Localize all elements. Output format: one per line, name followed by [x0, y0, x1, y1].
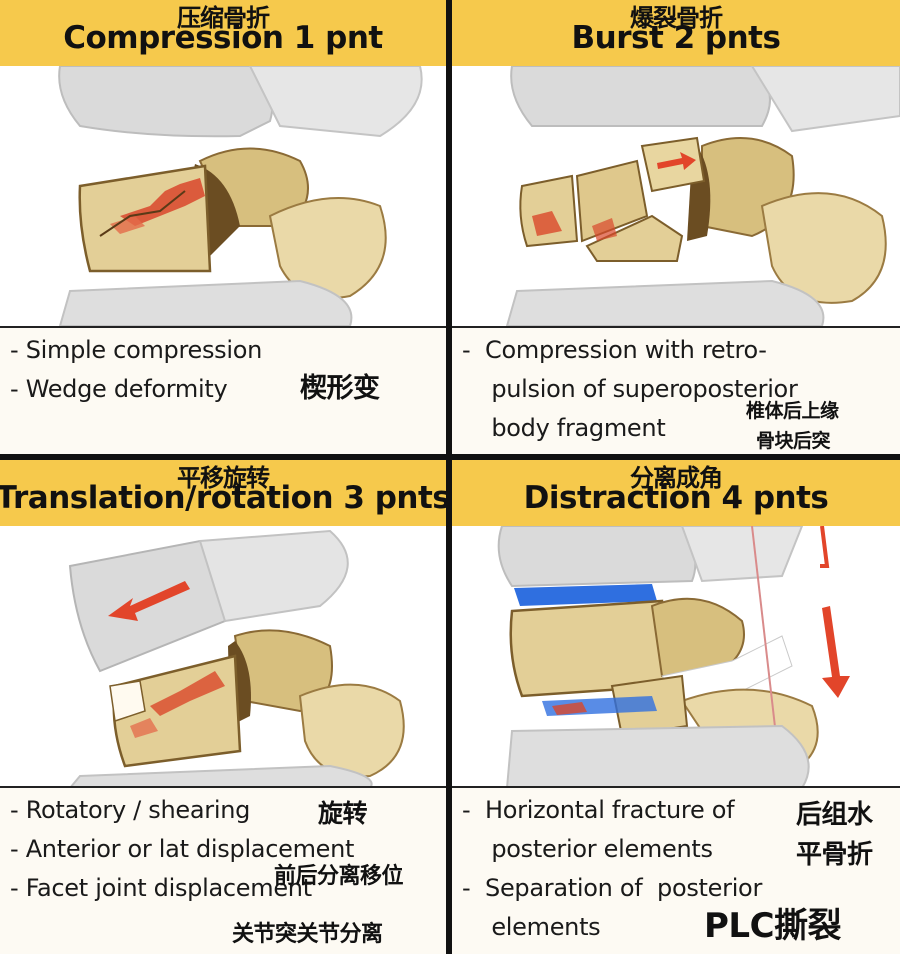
description-box: - Simple compression - Wedge deformity 楔… — [0, 326, 446, 454]
burst-illustration — [452, 66, 900, 326]
header-chinese-title: 平移旋转 — [177, 464, 270, 492]
description-box: - Horizontal fracture of posterior eleme… — [452, 786, 900, 954]
chinese-note: 楔形变 — [300, 373, 380, 404]
chinese-note: PLC撕裂 — [704, 906, 842, 946]
translation-illustration — [0, 526, 446, 788]
panel-distraction: 分离成角 Distraction 4 pnts - Ho — [452, 460, 900, 954]
description-box: - Compression with retro- pulsion of sup… — [452, 326, 900, 454]
header-chinese-title: 爆裂骨折 — [630, 4, 723, 32]
panel-translation-rotation: 平移旋转 Translation/rotation 3 pnts - Rotat… — [0, 460, 446, 954]
description-line: elements — [462, 913, 601, 941]
description-line: - Simple compression — [10, 336, 263, 364]
panel-header: 压缩骨折 Compression 1 pnt — [0, 0, 446, 66]
description-line: pulsion of superoposterior — [462, 375, 798, 403]
chinese-note: 后组水 — [796, 800, 873, 830]
chinese-note: 关节突关节分离 — [232, 922, 383, 947]
panel-compression: 压缩骨折 Compression 1 pnt - Simple compress… — [0, 0, 446, 454]
panel-header: 平移旋转 Translation/rotation 3 pnts — [0, 460, 446, 526]
header-chinese-title: 压缩骨折 — [177, 4, 270, 32]
burst-fracture-image — [505, 66, 900, 326]
description-box: - Rotatory / shearing - Anterior or lat … — [0, 786, 446, 954]
description-line: - Facet joint displacement — [10, 874, 312, 902]
header-title: Burst 2 pnts — [571, 20, 781, 56]
chinese-note: 旋转 — [318, 799, 368, 828]
description-line: - Anterior or lat displacement — [10, 835, 355, 863]
translation-fracture-image — [68, 529, 405, 788]
panel-header: 爆裂骨折 Burst 2 pnts — [452, 0, 900, 66]
header-chinese-title: 分离成角 — [630, 464, 723, 492]
chinese-note: 骨块后突 — [756, 430, 831, 452]
description-line: - Wedge deformity — [10, 375, 228, 403]
header-title: Distraction 4 pnts — [523, 480, 829, 516]
compression-illustration — [0, 66, 446, 326]
header-title: Compression 1 pnt — [63, 20, 383, 56]
chinese-note: 椎体后上缘 — [746, 400, 839, 422]
description-line: body fragment — [462, 414, 666, 442]
distraction-illustration — [452, 526, 900, 788]
description-line: - Separation of posterior — [462, 874, 763, 902]
description-line: posterior elements — [462, 835, 713, 863]
description-line: - Rotatory / shearing — [10, 796, 251, 824]
chinese-note: 前后分离移位 — [274, 864, 404, 889]
distraction-fracture-image — [497, 526, 850, 788]
description-line: - Compression with retro- — [462, 336, 767, 364]
header-title: Translation/rotation 3 pnts — [0, 480, 446, 516]
panel-header: 分离成角 Distraction 4 pnts — [452, 460, 900, 526]
panel-burst: 爆裂骨折 Burst 2 pnts - Compression with ret… — [452, 0, 900, 454]
chinese-note: 平骨折 — [796, 840, 873, 870]
compression-fracture-image — [58, 66, 423, 326]
description-line: - Horizontal fracture of — [462, 796, 735, 824]
